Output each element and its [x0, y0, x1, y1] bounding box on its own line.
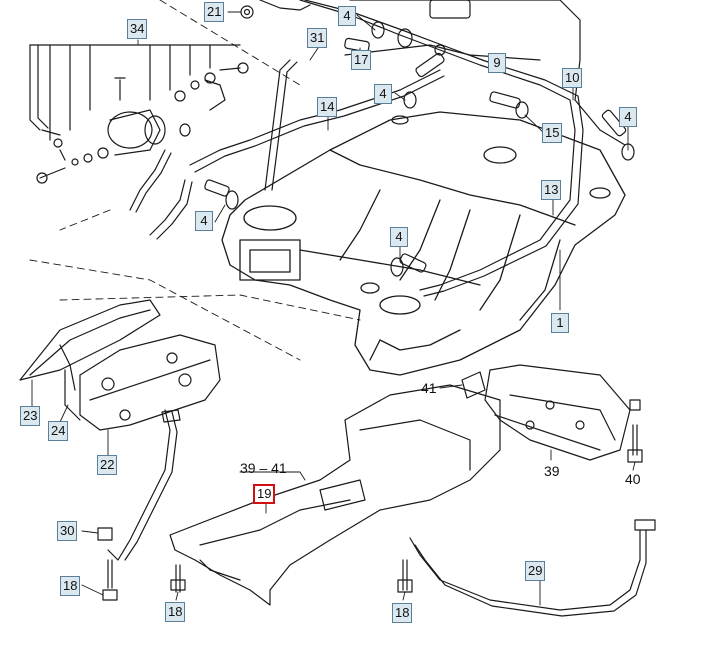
fuel-tank: [221, 111, 626, 376]
callout-24: 24: [48, 421, 69, 441]
callout-1: 1: [551, 313, 569, 333]
callout-19-highlighted[interactable]: 19: [253, 484, 276, 504]
callout-4: 4: [195, 211, 213, 231]
callout-18: 18: [165, 602, 186, 622]
callout-23: 23: [20, 406, 41, 426]
heat-shields: [19, 299, 221, 431]
callout-4: 4: [390, 227, 408, 247]
callout-21: 21: [204, 2, 225, 22]
callout-17: 17: [351, 50, 372, 70]
callout-34: 34: [127, 19, 148, 39]
fuel-filter-assembly: [29, 44, 249, 213]
callout-29: 29: [525, 561, 546, 581]
callout-4: 4: [619, 107, 637, 127]
callout-31: 31: [307, 28, 328, 48]
label-39-41-range: 39 – 41: [240, 460, 287, 476]
label-39: 39: [544, 463, 560, 479]
label-41: 41: [421, 380, 437, 396]
callout-10: 10: [562, 68, 583, 88]
callout-9: 9: [488, 53, 506, 73]
callout-15: 15: [542, 123, 563, 143]
tank-straps: [97, 409, 656, 617]
callout-14: 14: [317, 97, 338, 117]
label-40: 40: [625, 471, 641, 487]
callout-18: 18: [392, 603, 413, 623]
bolts: [102, 371, 643, 601]
callout-22: 22: [97, 455, 118, 475]
dashed-group-lines: [29, 0, 361, 361]
callout-18: 18: [60, 576, 81, 596]
callout-30: 30: [57, 521, 78, 541]
underbody-shields: [169, 364, 631, 606]
callout-4: 4: [374, 84, 392, 104]
callout-4: 4: [338, 6, 356, 26]
clamps-and-fittings: [204, 0, 635, 277]
callout-13: 13: [541, 180, 562, 200]
